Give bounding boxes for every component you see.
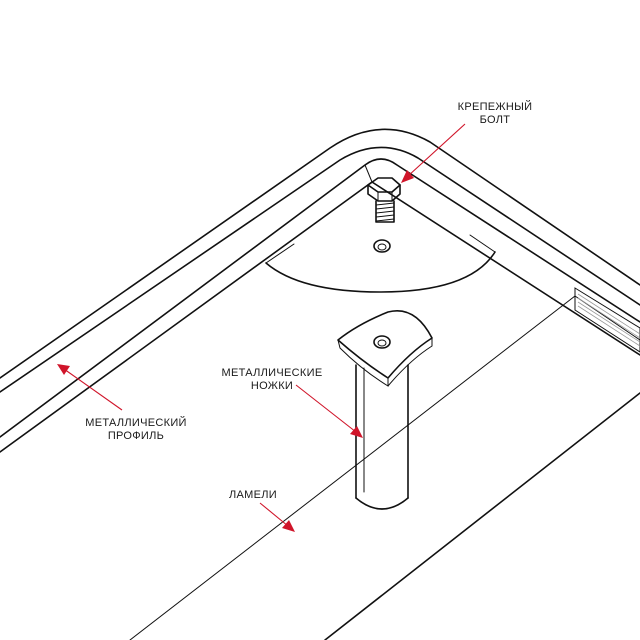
callout-pointers — [57, 123, 466, 532]
slats-pointer — [259, 502, 289, 527]
legs-pointer — [295, 384, 357, 433]
bolt-pointer — [407, 123, 466, 177]
plate-bolt-hole — [373, 239, 391, 253]
legs-label-line1: МЕТАЛЛИЧЕСКИЕ — [222, 367, 323, 379]
legs-label-line2: НОЖКИ — [251, 380, 293, 392]
fastening-bolt — [367, 177, 401, 223]
metal-leg — [337, 310, 433, 510]
leg-bolt-hole — [373, 335, 391, 349]
leg-bolt-hole-inner — [377, 339, 387, 347]
bolt-label-line2: БОЛТ — [480, 114, 511, 126]
slats-pointer-arrowhead — [282, 520, 295, 532]
profile-label-line2: ПРОФИЛЬ — [108, 430, 164, 442]
plate-bolt-hole-inner — [377, 243, 387, 251]
slats-label: ЛАМЕЛИ — [229, 489, 277, 501]
callout-labels: КРЕПЕЖНЫЙ БОЛТ МЕТАЛЛИЧЕСКИЕ НОЖКИ МЕТАЛ… — [85, 100, 532, 501]
slats-panel — [129, 287, 640, 640]
corner-mounting-plate — [265, 234, 496, 293]
bolt-pointer-arrowhead — [401, 170, 414, 183]
bolt-label-line1: КРЕПЕЖНЫЙ — [458, 100, 533, 113]
legs-pointer-arrowhead — [350, 426, 363, 438]
profile-pointer-arrowhead — [57, 364, 70, 375]
profile-pointer — [63, 368, 123, 411]
profile-label-line1: МЕТАЛЛИЧЕСКИЙ — [85, 416, 187, 429]
